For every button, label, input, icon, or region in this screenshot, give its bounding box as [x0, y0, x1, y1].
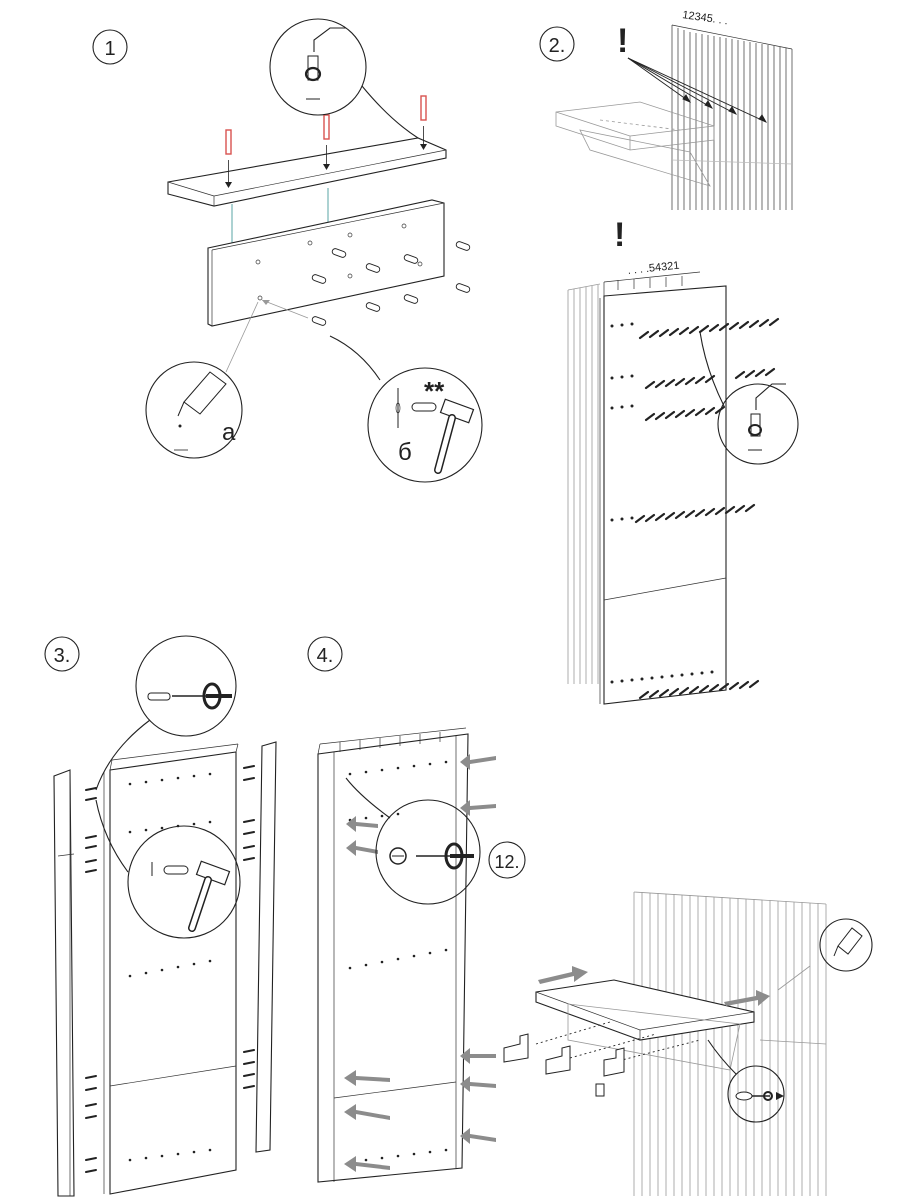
hammer-callout: ** б: [329, 335, 483, 483]
red-screw: [420, 95, 427, 150]
grey-arrow-set: [344, 754, 496, 1172]
pin-row: [638, 679, 760, 700]
step-3-main-panel: [109, 751, 237, 1195]
step-1-group: 1: [92, 18, 483, 483]
glue-bottle-icon: [183, 371, 227, 415]
warning-mark-bottom: !: [614, 216, 625, 254]
step-3-left-rail: [53, 769, 75, 1197]
step-1-label: 1: [104, 38, 115, 60]
step-2-main-panel: [603, 285, 727, 705]
step-2-group: 2. ! 12345. . .: [539, 9, 793, 210]
hammer-icon: [434, 398, 475, 474]
wall-shelf-back: [567, 1003, 741, 1071]
step-4-badge: [307, 636, 343, 672]
pin-row: [638, 317, 780, 340]
numbering-reverse: . . . .54321: [627, 260, 680, 277]
step-1-top-board: [167, 137, 447, 207]
red-screw: [225, 129, 232, 188]
step-2-ghost-shelf: [555, 101, 715, 187]
numbering-forward: 12345. . .: [682, 9, 729, 27]
hex-key-callout-2: [699, 331, 799, 465]
hex-key-callout: [269, 18, 419, 139]
pin-row: [634, 503, 756, 524]
step-3-right-rail: [255, 741, 277, 1153]
step-2-badge: [539, 26, 575, 62]
dowel-set: [311, 241, 471, 326]
hammer-callout-2: [95, 799, 241, 939]
wall-shelf: [535, 979, 755, 1041]
step-2-panel-group: ! . . . .54321: [567, 216, 799, 705]
slat-stack-side: [567, 283, 601, 684]
screwdriver-callout: [95, 635, 237, 791]
glue-callout-2: [819, 918, 873, 972]
warning-mark-top: !: [617, 22, 628, 60]
bracket-set: [503, 1033, 625, 1097]
peg-set-right: [243, 765, 255, 1089]
slatted-wall: [633, 891, 827, 1196]
step-4-cabinet: [317, 733, 469, 1183]
glue-callout: a: [145, 301, 259, 459]
step-12-badge: [488, 841, 526, 879]
step-4-group: 4.: [307, 636, 526, 1183]
hammer-label: б: [398, 439, 412, 466]
step-2-label: 2.: [549, 35, 566, 57]
step-12-label: 12.: [494, 852, 519, 872]
peg-set-left: [85, 787, 97, 1173]
step-4-label: 4.: [317, 645, 334, 667]
step-1-lower-panel: [207, 199, 445, 327]
step-12-group: [503, 891, 873, 1196]
double-star: **: [424, 376, 445, 406]
shelf-arrow-set: [538, 966, 770, 1006]
step-1-badge: [92, 29, 128, 65]
glue-label: a: [222, 419, 236, 446]
pin-row: [644, 367, 776, 390]
slat-stack-top: [671, 24, 793, 210]
screw-callout: [707, 1039, 785, 1123]
step-3-badge: [44, 636, 80, 672]
dowel-icon: [411, 402, 437, 412]
step-3-group: 3.: [44, 635, 277, 1197]
red-screw: [323, 114, 330, 170]
glue-bottle-icon: [837, 927, 863, 955]
step-3-label: 3.: [54, 645, 71, 667]
cam-lock-callout: [345, 777, 481, 905]
